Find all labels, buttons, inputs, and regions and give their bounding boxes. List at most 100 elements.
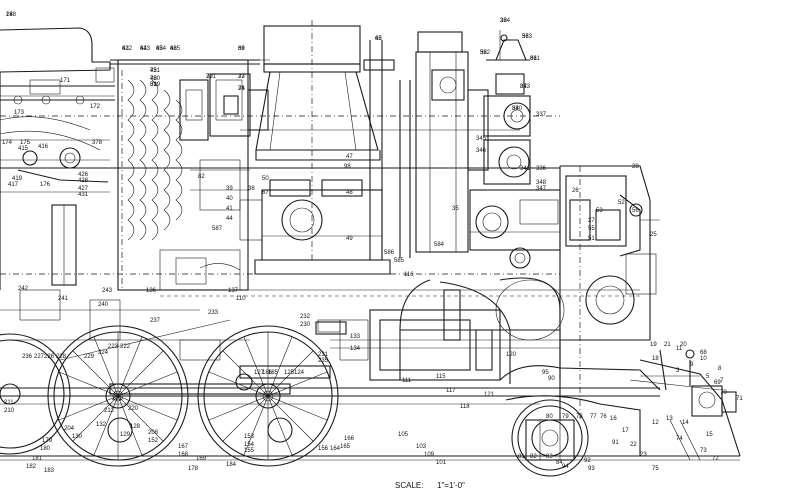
wheel-1 <box>0 333 71 455</box>
part-number-label: 120 <box>506 352 517 358</box>
part-number-label: 56 <box>632 208 639 214</box>
driving-wheels <box>0 289 341 467</box>
part-number-label: 8 <box>718 366 722 372</box>
part-number-label: 180 <box>40 446 51 452</box>
part-number-label: 24 <box>6 12 13 18</box>
part-number-label: 22 <box>500 18 507 24</box>
part-number-label: 347 <box>536 186 547 192</box>
part-number-label: 127 <box>254 370 265 376</box>
part-number-label: 11 <box>676 346 683 352</box>
part-number-label: 118 <box>460 404 470 410</box>
part-number-label: 223 <box>108 344 119 350</box>
part-number-label: 361 <box>530 56 541 62</box>
boiler-outline <box>0 27 115 290</box>
part-number-label: 132 <box>96 422 107 428</box>
part-number-label: 77 <box>590 414 597 420</box>
part-number-label: 243 <box>102 288 113 294</box>
part-number-label: 345 <box>476 136 487 142</box>
part-number-label: 230 <box>300 322 311 328</box>
part-number-label: 426 <box>78 172 89 178</box>
part-number-label: 12 <box>652 420 659 426</box>
part-number-label: 211 <box>4 400 14 406</box>
part-number-label: 124 <box>294 370 305 376</box>
part-number-label: 362 <box>480 50 491 56</box>
part-number-label: 76 <box>600 414 607 420</box>
part-number-label: 82 <box>520 84 527 90</box>
part-number-label: 371 <box>206 74 217 80</box>
part-number-label: 82 <box>198 174 205 180</box>
part-number-label: 183 <box>44 468 55 474</box>
part-number-label: 236 <box>22 354 33 360</box>
pilot-coupler <box>629 349 741 461</box>
part-number-label: 121 <box>484 392 495 398</box>
wheel-2 <box>47 325 189 467</box>
part-number-label: 94 <box>562 464 569 470</box>
front-end <box>469 165 660 420</box>
valve-cluster <box>363 30 531 260</box>
part-number-label: 72 <box>712 456 719 462</box>
part-number-label: 229 <box>84 354 95 360</box>
part-number-label: 69 <box>714 380 721 386</box>
part-number-label: 181 <box>32 456 43 462</box>
part-number-label: 73 <box>238 74 245 80</box>
cylinder <box>315 277 565 384</box>
part-number-label: 73 <box>700 448 707 454</box>
part-number-label: 188 <box>6 12 17 18</box>
part-number-label: 237 <box>150 318 161 324</box>
part-number-label: 415 <box>18 146 29 152</box>
part-number-label: 26 <box>572 188 579 194</box>
part-number-label: 115 <box>436 374 446 380</box>
part-number-label: 15 <box>706 432 713 438</box>
part-number-label: 27 <box>588 218 595 224</box>
part-number-label: 10 <box>700 356 707 362</box>
part-number-label: 431 <box>78 192 89 198</box>
part-number-label: 20 <box>680 342 687 348</box>
part-number-label: 235 <box>318 358 329 364</box>
firebox-section <box>110 59 260 291</box>
part-number-label: 137 <box>228 288 239 294</box>
part-number-label: 71 <box>736 396 743 402</box>
part-number-label: 378 <box>92 140 103 146</box>
part-number-label: 585 <box>394 258 405 264</box>
part-number-label: 41 <box>226 206 233 212</box>
part-number-label: 52 <box>618 200 625 206</box>
part-number-label: 226 <box>44 354 55 360</box>
part-number-label: 76 <box>150 76 157 82</box>
part-number-label: 155 <box>244 448 255 454</box>
part-number-label: 110 <box>236 296 246 302</box>
part-number-label: 13 <box>666 416 673 422</box>
part-number-label: 5 <box>706 374 710 380</box>
part-number-label: 174 <box>2 140 13 146</box>
part-number-label: 176 <box>40 182 51 188</box>
part-number-label: 7 <box>720 378 724 384</box>
part-number-label: 38 <box>238 46 245 52</box>
part-number-label: 22 <box>630 442 637 448</box>
part-number-label: 420 <box>150 76 161 82</box>
part-number-label: 78 <box>576 414 583 420</box>
part-number-label: 98 <box>344 164 351 170</box>
part-number-label: 167 <box>178 444 189 450</box>
part-number-label: 28 <box>632 164 639 170</box>
part-number-label: 90 <box>548 376 555 382</box>
part-number-label: 9 <box>690 362 694 368</box>
pony-truck-wheel <box>505 395 641 477</box>
part-number-label: 222 <box>120 344 131 350</box>
part-number-label: 164 <box>330 446 341 452</box>
part-number-label: 66 <box>170 46 177 52</box>
part-number-label: 51 <box>588 236 595 242</box>
part-number-label: 69 <box>238 46 245 52</box>
part-number-label: 74 <box>238 86 245 92</box>
part-number-label: 62 <box>375 36 382 42</box>
part-number-label: 125 <box>284 370 295 376</box>
part-number-label: 93 <box>588 466 595 472</box>
part-number-label: 3 <box>676 368 680 374</box>
part-number-label: 343 <box>520 84 531 90</box>
part-number-label: 340 <box>512 106 523 112</box>
part-number-label: 224 <box>98 350 109 356</box>
part-number-label: 109 <box>424 452 435 458</box>
part-number-label: 21 <box>664 342 671 348</box>
part-number-label: 428 <box>78 178 89 184</box>
part-number-label: 152 <box>148 438 159 444</box>
part-number-label: 241 <box>58 296 69 302</box>
part-number-label: 204 <box>64 426 75 432</box>
